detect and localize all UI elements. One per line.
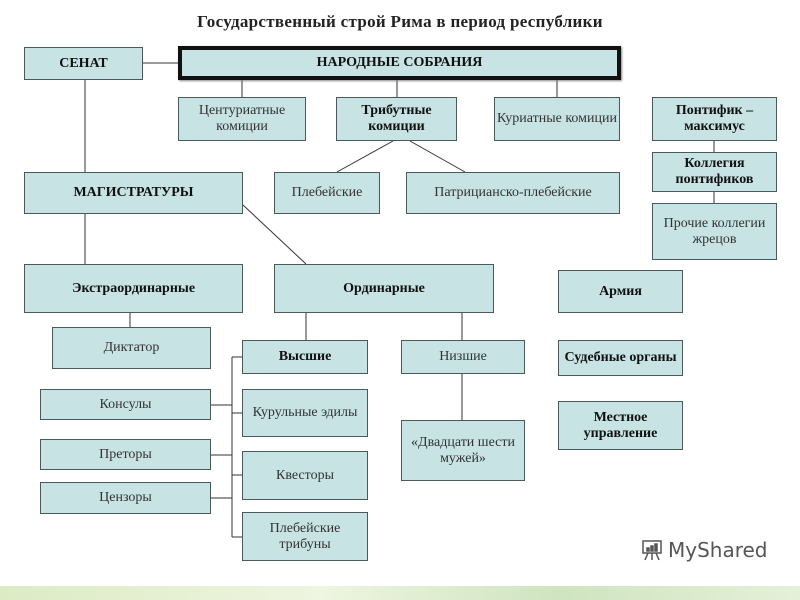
praetors-box: Преторы bbox=[40, 439, 211, 470]
lower-box: Низшие bbox=[401, 340, 525, 374]
local-government-box: Местное управление bbox=[558, 401, 683, 450]
presentation-board-icon bbox=[642, 540, 662, 561]
twenty-six-men-box: «Двадцати шести мужей» bbox=[401, 420, 525, 481]
watermark-logo: MyShared bbox=[640, 538, 768, 562]
army-box: Армия bbox=[558, 270, 683, 313]
quaestors-box: Квесторы bbox=[242, 451, 368, 500]
centuriate-box: Центуриатные комиции bbox=[178, 97, 306, 141]
consuls-box: Консулы bbox=[40, 389, 211, 420]
other-colleges-box: Прочие коллегии жрецов bbox=[652, 203, 777, 260]
senate-box: СЕНАТ bbox=[24, 47, 143, 80]
curiate-box: Куриатные комиции bbox=[494, 97, 620, 141]
ordinary-box: Ординарные bbox=[274, 264, 494, 313]
extraordinary-box: Экстраординарные bbox=[24, 264, 243, 313]
courts-box: Судебные органы bbox=[558, 340, 683, 376]
page-title: Государственный строй Рима в период респ… bbox=[197, 12, 603, 31]
tribunes-box: Плебейские трибуны bbox=[242, 512, 368, 561]
higher-box: Высшие bbox=[242, 340, 368, 374]
watermark-text: MyShared bbox=[668, 538, 768, 562]
patrician-plebeian-box: Патрицианско-плебейские bbox=[406, 172, 620, 214]
dictator-box: Диктатор bbox=[52, 327, 211, 369]
tribal-box: Трибутные комиции bbox=[336, 97, 457, 141]
assemblies-box: НАРОДНЫЕ СОБРАНИЯ bbox=[178, 46, 621, 80]
college-box: Коллегия понтификов bbox=[652, 152, 777, 192]
censors-box: Цензоры bbox=[40, 482, 211, 514]
pontifex-box: Понтифик – максимус bbox=[652, 97, 777, 141]
plebeian-box: Плебейские bbox=[274, 172, 380, 214]
aediles-box: Курульные эдилы bbox=[242, 389, 368, 437]
magistracies-box: МАГИСТРАТУРЫ bbox=[24, 172, 243, 214]
footer-band bbox=[0, 586, 800, 600]
